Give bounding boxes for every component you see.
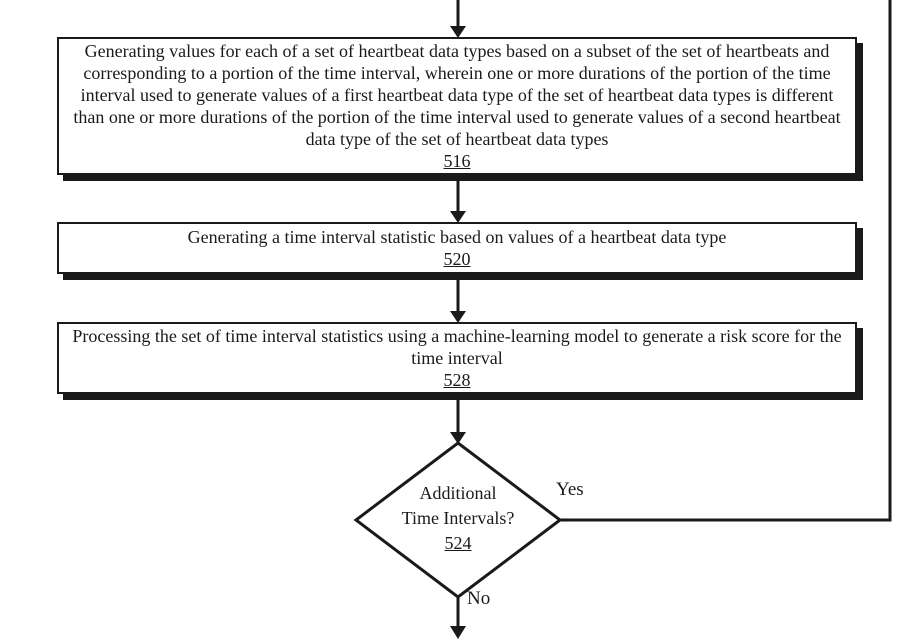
process-box-516-number: 516 [443, 151, 471, 171]
decision-524-line1: Additional [419, 483, 497, 503]
entry-arrow [450, 0, 466, 38]
process-box-516: Generating values for each of a set of h… [57, 37, 857, 175]
yes-feedback-edge [560, 0, 892, 522]
no-exit-arrow [450, 597, 466, 639]
decision-diamond-524: Additional Time Intervals? 524 [358, 481, 558, 556]
process-box-528-number: 528 [443, 370, 471, 390]
yes-edge-label: Yes [556, 479, 584, 500]
decision-524-line2: Time Intervals? [401, 508, 515, 528]
arrow-516-to-520 [450, 180, 466, 223]
decision-524-number: 524 [444, 533, 472, 553]
process-box-520-text: Generating a time interval statistic bas… [187, 227, 727, 247]
process-box-520: Generating a time interval statistic bas… [57, 222, 857, 274]
no-edge-label: No [467, 588, 491, 609]
process-box-520-number: 520 [443, 249, 471, 269]
process-box-516-text: Generating values for each of a set of h… [73, 41, 841, 149]
arrow-528-to-524 [450, 400, 466, 444]
process-box-528: Processing the set of time interval stat… [57, 322, 857, 394]
process-box-528-text: Processing the set of time interval stat… [72, 326, 842, 368]
arrow-520-to-528 [450, 280, 466, 323]
